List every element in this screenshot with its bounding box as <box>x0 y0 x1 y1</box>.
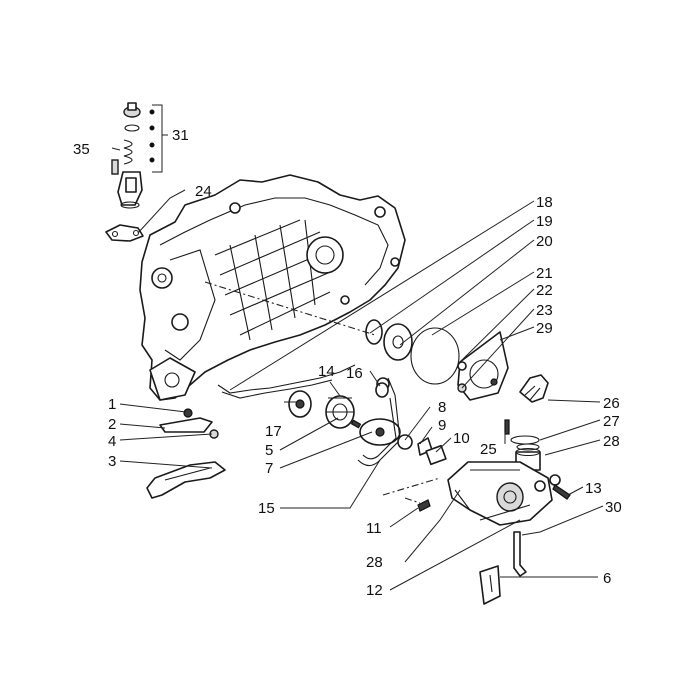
callout-28-upper: 28 <box>603 433 620 450</box>
callout-8: 8 <box>438 399 446 416</box>
callout-29: 29 <box>536 320 553 337</box>
callout-2: 2 <box>108 416 116 433</box>
callout-30: 30 <box>605 499 622 516</box>
callout-23: 23 <box>536 302 553 319</box>
crankcase-housing <box>139 174 406 401</box>
leader-lines <box>111 147 604 591</box>
callout-27: 27 <box>603 413 620 430</box>
callout-3: 3 <box>108 453 116 470</box>
callout-19: 19 <box>536 213 553 230</box>
callout-13: 13 <box>585 480 602 497</box>
assembly-axis-lines <box>204 281 441 504</box>
callout-22: 22 <box>536 282 553 299</box>
callout-16: 16 <box>346 365 363 382</box>
oil-pump-cover-assembly <box>365 319 571 605</box>
callout-12: 12 <box>366 582 383 599</box>
callout-10: 10 <box>453 430 470 447</box>
callout-26: 26 <box>603 395 620 412</box>
bracket-dots-31 <box>149 109 155 163</box>
callout-25: 25 <box>480 441 497 458</box>
callout-18: 18 <box>536 194 553 211</box>
bracket-31 <box>152 104 168 173</box>
callout-4: 4 <box>108 433 116 450</box>
callout-21: 21 <box>536 265 553 282</box>
oil-pump-drive <box>217 364 413 467</box>
callout-24: 24 <box>195 183 212 200</box>
callout-17: 17 <box>265 423 282 440</box>
callout-14: 14 <box>318 363 335 380</box>
chain-tensioner-assembly <box>105 102 144 242</box>
callout-15: 15 <box>258 500 275 517</box>
callout-11: 11 <box>366 520 382 537</box>
callout-20: 20 <box>536 233 553 250</box>
callout-6: 6 <box>603 570 611 587</box>
callout-9: 9 <box>438 417 446 434</box>
callout-7: 7 <box>265 460 273 477</box>
callout-31: 31 <box>172 127 189 144</box>
callout-labels: 35 31 24 1 2 4 3 17 5 7 14 15 16 8 9 10 … <box>73 127 622 599</box>
callout-28-lower: 28 <box>366 554 383 571</box>
callout-1: 1 <box>108 396 116 413</box>
callout-35: 35 <box>73 141 90 158</box>
guide-parts-1-to-4 <box>146 408 226 499</box>
callout-5: 5 <box>265 442 273 459</box>
